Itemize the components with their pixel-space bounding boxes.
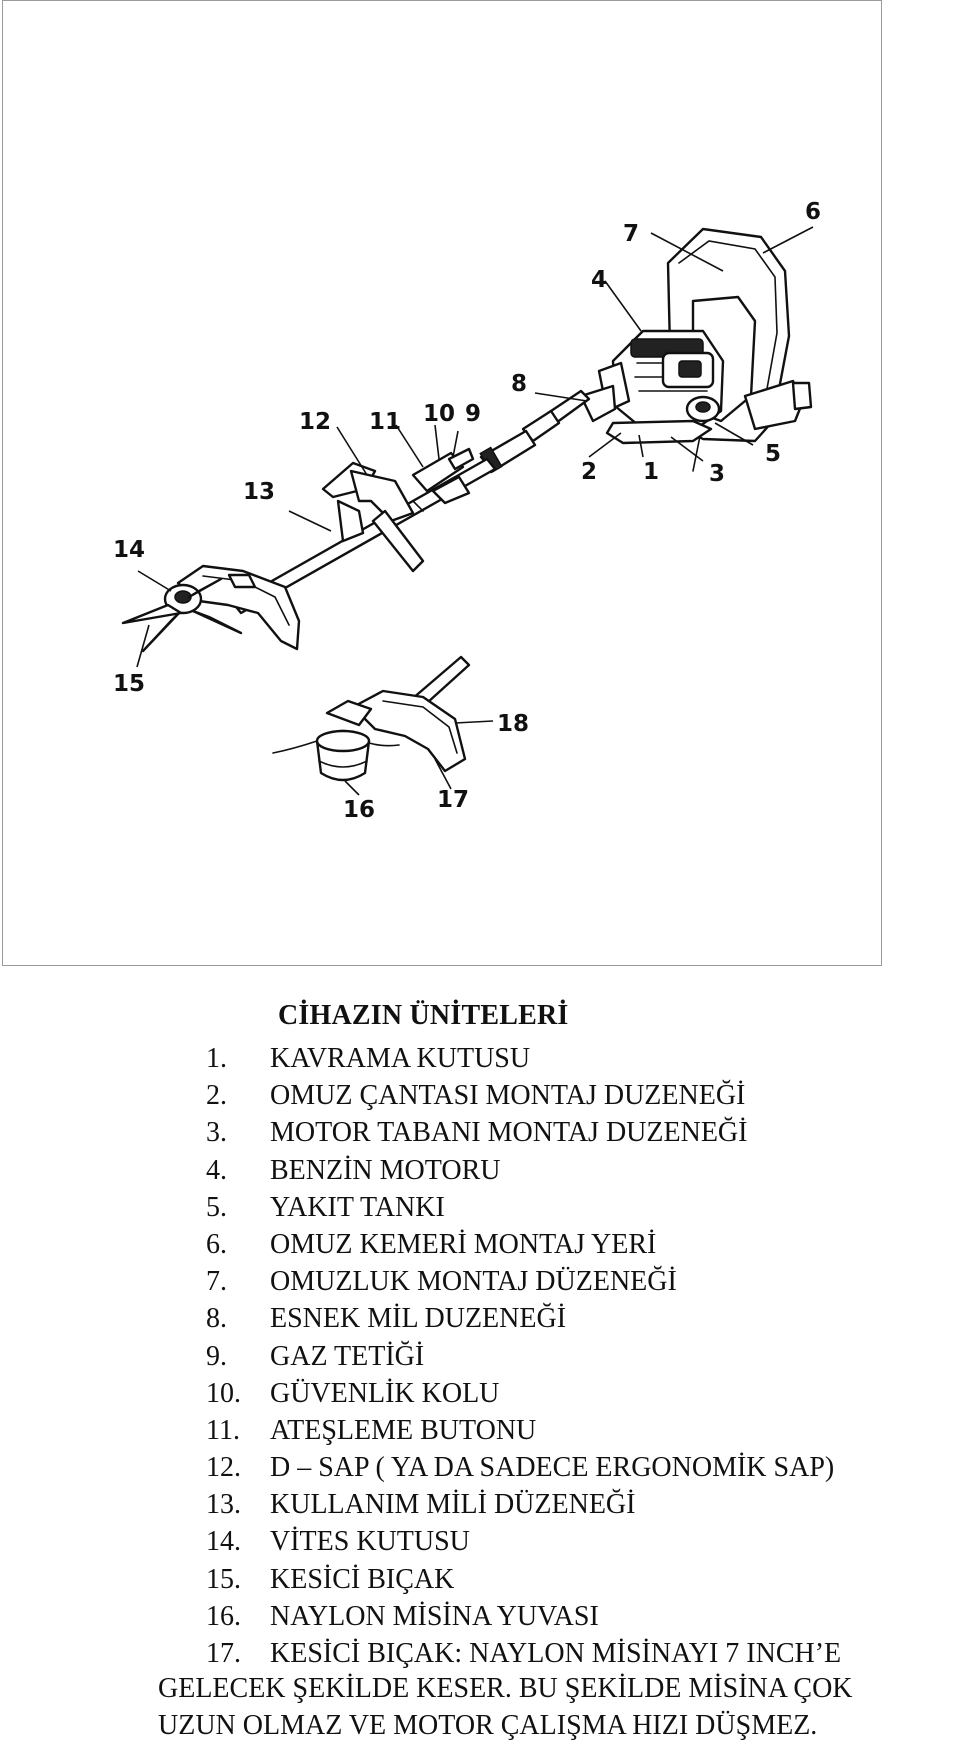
- callout-6: 6: [805, 199, 821, 225]
- callout-14: 14: [113, 537, 145, 563]
- item-label: KULLANIM MİLİ DÜZENEĞİ: [270, 1489, 636, 1521]
- item-label: GÜVENLİK KOLU: [270, 1377, 500, 1409]
- parts-list: 1. KAVRAMA KUTUSU 2. OMUZ ÇANTASI MONTAJ DU…: [206, 1040, 841, 1672]
- item-number: 4.: [206, 1154, 227, 1186]
- item-number: 7.: [206, 1266, 227, 1298]
- parts-list-item: 3. MOTOR TABANI MONTAJ DUZENEĞİ: [206, 1114, 841, 1151]
- item-number: 14.: [206, 1526, 241, 1558]
- engine-drawing: [579, 329, 725, 445]
- parts-list-item: 9. GAZ TETİĞİ: [206, 1338, 841, 1375]
- parts-list-item: 10. GÜVENLİK KOLU: [206, 1375, 841, 1412]
- callout-9: 9: [465, 401, 481, 427]
- callout-8: 8: [511, 371, 527, 397]
- item-label: YAKIT TANKI: [270, 1191, 445, 1223]
- item-label: ESNEK MİL DUZENEĞİ: [270, 1303, 567, 1335]
- parts-list-item: 13. KULLANIM MİLİ DÜZENEĞİ: [206, 1486, 841, 1523]
- item-label: OMUZLUK MONTAJ DÜZENEĞİ: [270, 1266, 677, 1298]
- parts-list-item: 12. D – SAP ( YA DA SADECE ERGONOMİK SAP): [206, 1449, 841, 1486]
- drive-shaft-drawing: [231, 389, 591, 615]
- item-label: KESİCİ BIÇAK: NAYLON MİSİNAYI 7 INCH’E: [270, 1638, 842, 1669]
- item-label: OMUZ ÇANTASI MONTAJ DUZENEĞİ: [270, 1080, 746, 1112]
- item-number: 3.: [206, 1117, 227, 1149]
- parts-list-item: 17. KESİCİ BIÇAK: NAYLON MİSİNAYI 7 INCH’…: [206, 1635, 841, 1672]
- callout-7: 7: [623, 221, 639, 247]
- callout-10: 10: [423, 401, 455, 427]
- callout-15: 15: [113, 671, 145, 697]
- item-number: 13.: [206, 1489, 241, 1521]
- item-label: KAVRAMA KUTUSU: [270, 1043, 531, 1074]
- callout-3: 3: [709, 461, 725, 487]
- item-label: GAZ TETİĞİ: [270, 1340, 425, 1372]
- callout-18: 18: [497, 711, 529, 737]
- item-number: 2.: [206, 1080, 227, 1112]
- parts-list-item: 11. ATEŞLEME BUTONU: [206, 1412, 841, 1449]
- item-number: 5.: [206, 1191, 227, 1223]
- parts-list-item: 14. VİTES KUTUSU: [206, 1523, 841, 1560]
- exploded-diagram-figure: 1 2 3 4 5 6 7 8 9 10 11 12 13 14 15 16 1…: [2, 0, 882, 966]
- continuation-line: GELECEK ŞEKİLDE KESER. BU ŞEKİLDE MİSİNA…: [158, 1673, 853, 1704]
- item-label: OMUZ KEMERİ MONTAJ YERİ: [270, 1228, 657, 1260]
- callout-5: 5: [765, 441, 781, 467]
- item-17-continuation: GELECEK ŞEKİLDE KESER. BU ŞEKİLDE MİSİNA…: [158, 1670, 853, 1744]
- handle-drawing: [321, 447, 475, 573]
- callout-12: 12: [299, 409, 331, 435]
- item-number: 17.: [206, 1638, 241, 1669]
- item-label: D – SAP ( YA DA SADECE ERGONOMİK SAP): [270, 1452, 835, 1484]
- parts-list-item: 6. OMUZ KEMERİ MONTAJ YERİ: [206, 1226, 841, 1263]
- callout-1: 1: [643, 459, 659, 485]
- legend-title: CİHAZIN ÜNİTELERİ: [278, 1000, 569, 1031]
- item-label: NAYLON MİSİNA YUVASI: [270, 1600, 599, 1632]
- item-label: MOTOR TABANI MONTAJ DUZENEĞİ: [270, 1117, 748, 1149]
- callout-13: 13: [243, 479, 275, 505]
- callout-16: 16: [343, 797, 375, 823]
- leader-lines: [136, 226, 814, 796]
- parts-list-item: 16. NAYLON MİSİNA YUVASI: [206, 1598, 841, 1635]
- callout-4: 4: [591, 267, 607, 293]
- parts-list-item: 15. KESİCİ BIÇAK: [206, 1561, 841, 1598]
- callout-11: 11: [369, 409, 401, 435]
- item-label: BENZİN MOTORU: [270, 1154, 501, 1186]
- item-number: 11.: [206, 1414, 240, 1446]
- callout-labels: 1 2 3 4 5 6 7 8 9 10 11 12 13 14 15 16 1…: [113, 199, 821, 823]
- parts-list-item: 8. ESNEK MİL DUZENEĞİ: [206, 1300, 841, 1337]
- continuation-line: UZUN OLMAZ VE MOTOR ÇALIŞMA HIZI DÜŞMEZ.: [158, 1710, 818, 1741]
- item-number: 16.: [206, 1600, 241, 1632]
- item-number: 1.: [206, 1043, 227, 1074]
- brush-cutter-illustration: 1 2 3 4 5 6 7 8 9 10 11 12 13 14 15 16 1…: [113, 199, 821, 823]
- item-label: VİTES KUTUSU: [270, 1526, 470, 1558]
- item-number: 9.: [206, 1340, 227, 1372]
- parts-list-item: 1. KAVRAMA KUTUSU: [206, 1040, 841, 1077]
- item-number: 8.: [206, 1303, 227, 1335]
- parts-list-item: 5. YAKIT TANKI: [206, 1189, 841, 1226]
- item-number: 12.: [206, 1452, 241, 1484]
- callout-17: 17: [437, 787, 469, 813]
- item-number: 10.: [206, 1377, 241, 1409]
- parts-list-item: 4. BENZİN MOTORU: [206, 1152, 841, 1189]
- parts-list-item: 7. OMUZLUK MONTAJ DÜZENEĞİ: [206, 1263, 841, 1300]
- item-label: KESİCİ BIÇAK: [270, 1563, 455, 1595]
- item-number: 6.: [206, 1228, 227, 1260]
- item-number: 15.: [206, 1563, 241, 1595]
- parts-list-item: 2. OMUZ ÇANTASI MONTAJ DUZENEĞİ: [206, 1077, 841, 1114]
- blade-head-drawing: [121, 564, 301, 653]
- nylon-head-drawing: [272, 655, 471, 782]
- item-label: ATEŞLEME BUTONU: [270, 1414, 537, 1446]
- callout-2: 2: [581, 459, 597, 485]
